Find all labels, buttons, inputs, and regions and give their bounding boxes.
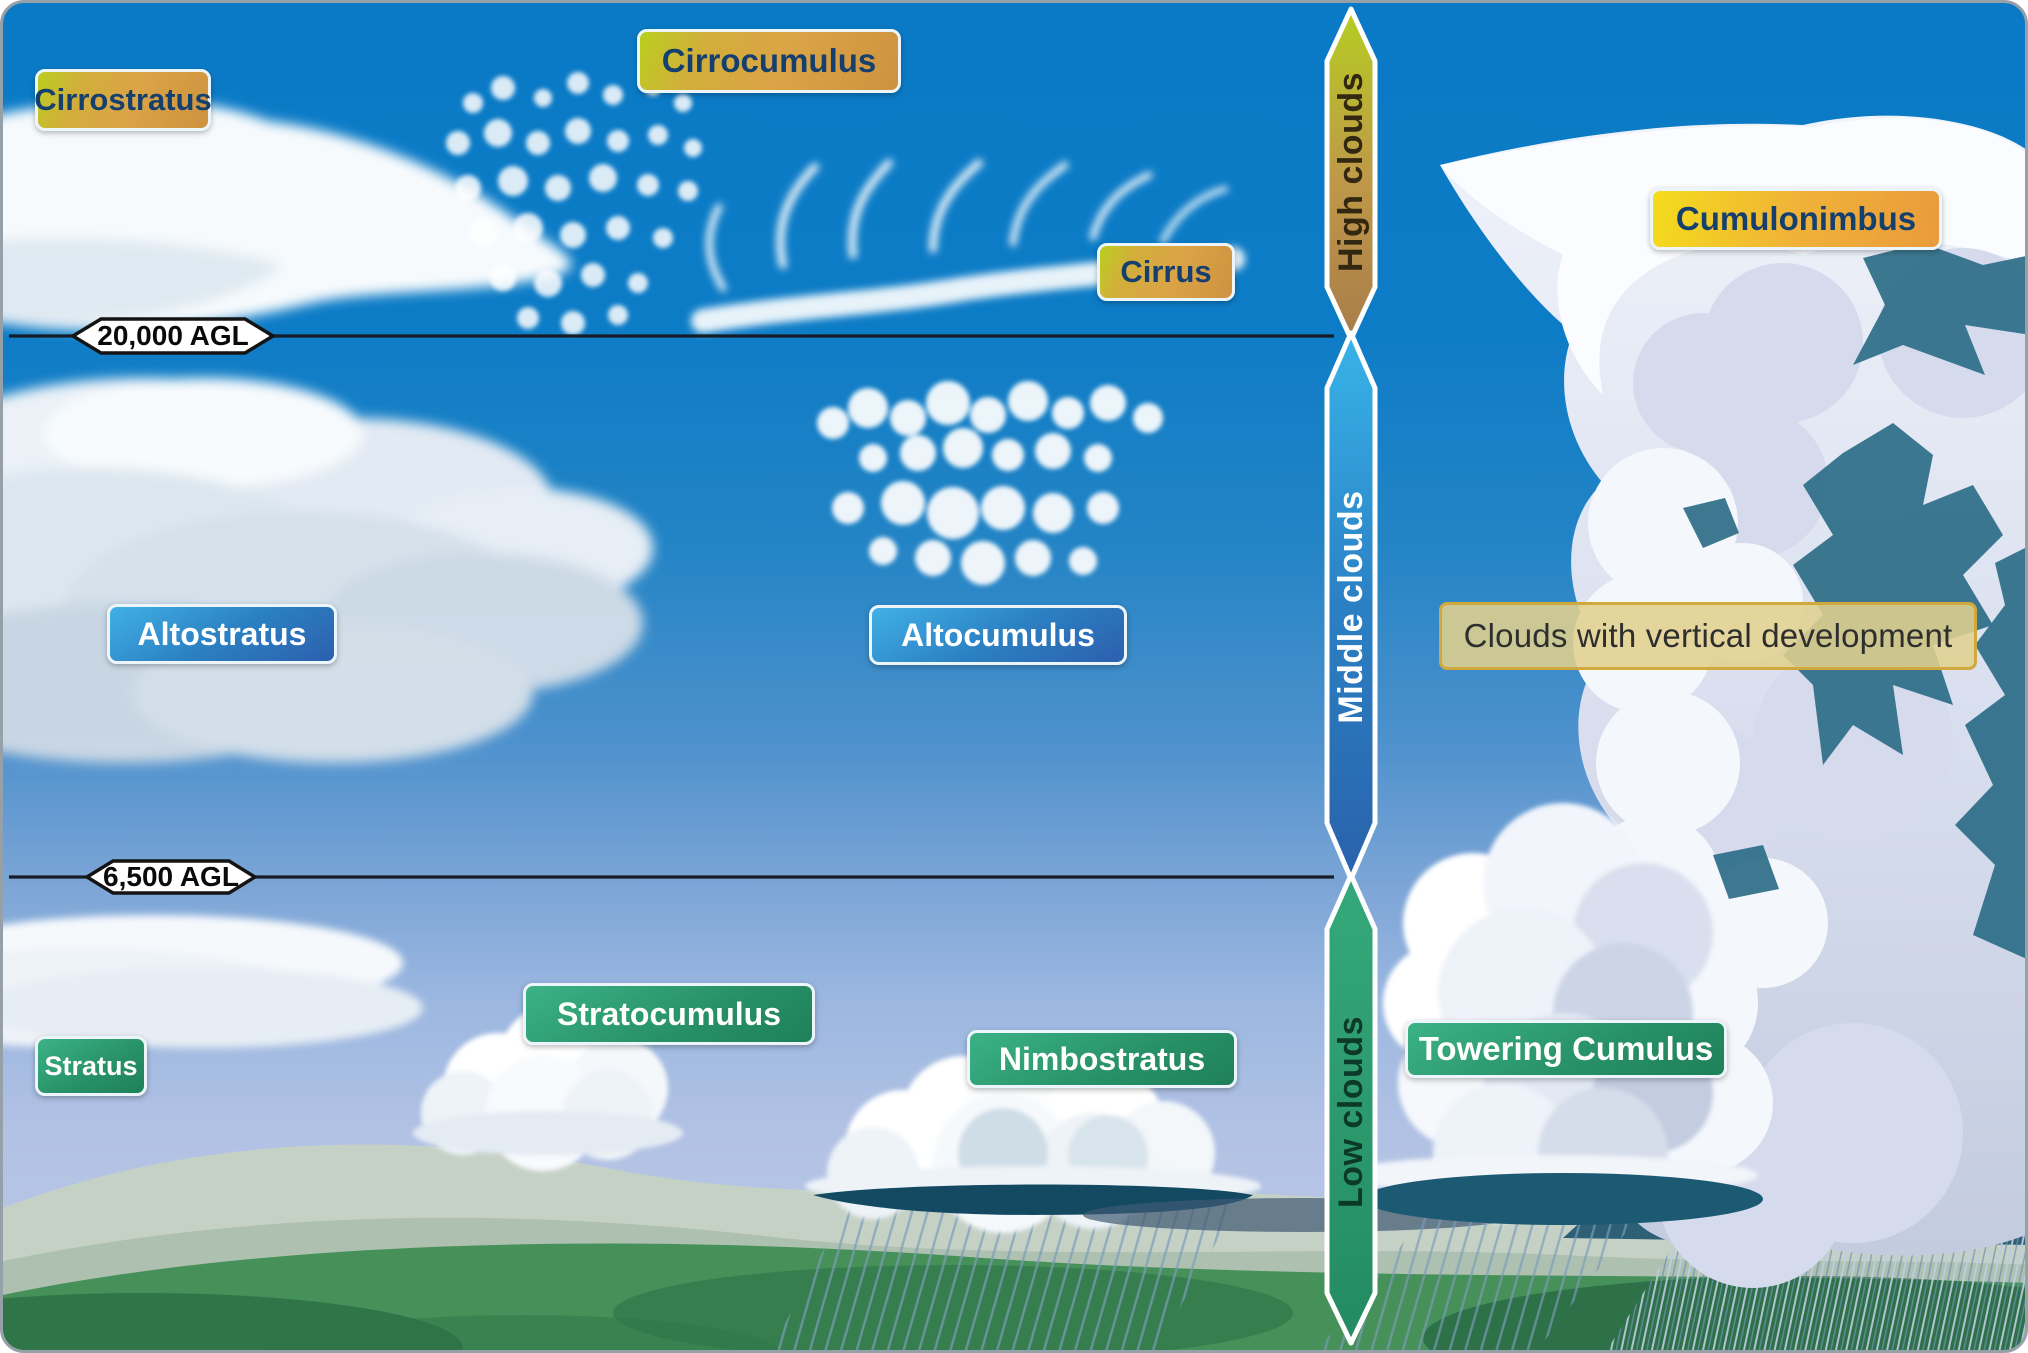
stratus-cloud (3, 915, 423, 1048)
label-cirrostratus: Cirrostratus (34, 69, 212, 131)
low-clouds-banner (1324, 872, 1378, 1346)
label-stratus: Stratus (35, 1036, 147, 1096)
label-towering-cumulus: Towering Cumulus (1405, 1020, 1727, 1078)
label-cumulonimbus: Cumulonimbus (1650, 188, 1942, 250)
nimbostratus-rain (771, 1203, 1238, 1350)
marker-box-20000 (69, 317, 277, 355)
label-cirrocumulus: Cirrocumulus (637, 29, 901, 93)
band-label-low-clouds: Low clouds (1331, 1016, 1370, 1208)
altocumulus-cloud (817, 381, 1163, 585)
altostratus-cloud (3, 378, 653, 763)
label-stratocumulus: Stratocumulus (523, 983, 815, 1045)
label-vertical-development: Clouds with vertical development (1439, 602, 1977, 670)
label-nimbostratus: Nimbostratus (967, 1030, 1237, 1088)
label-altocumulus: Altocumulus (869, 605, 1127, 665)
cumulonimbus-shadows (1683, 243, 2025, 959)
band-label-high-clouds: High clouds (1331, 71, 1370, 273)
label-altostratus: Altostratus (107, 604, 337, 664)
cirrostratus-cloud (3, 99, 571, 331)
marker-box-6500 (83, 859, 259, 895)
altitude-marker-6500: 6,500 AGL (103, 861, 239, 892)
label-cirrus: Cirrus (1097, 243, 1235, 301)
nimbostratus-cloud (771, 1040, 1261, 1350)
band-label-middle-clouds: Middle clouds (1331, 490, 1370, 724)
altitude-marker-20000: 20,000 AGL (97, 320, 249, 351)
